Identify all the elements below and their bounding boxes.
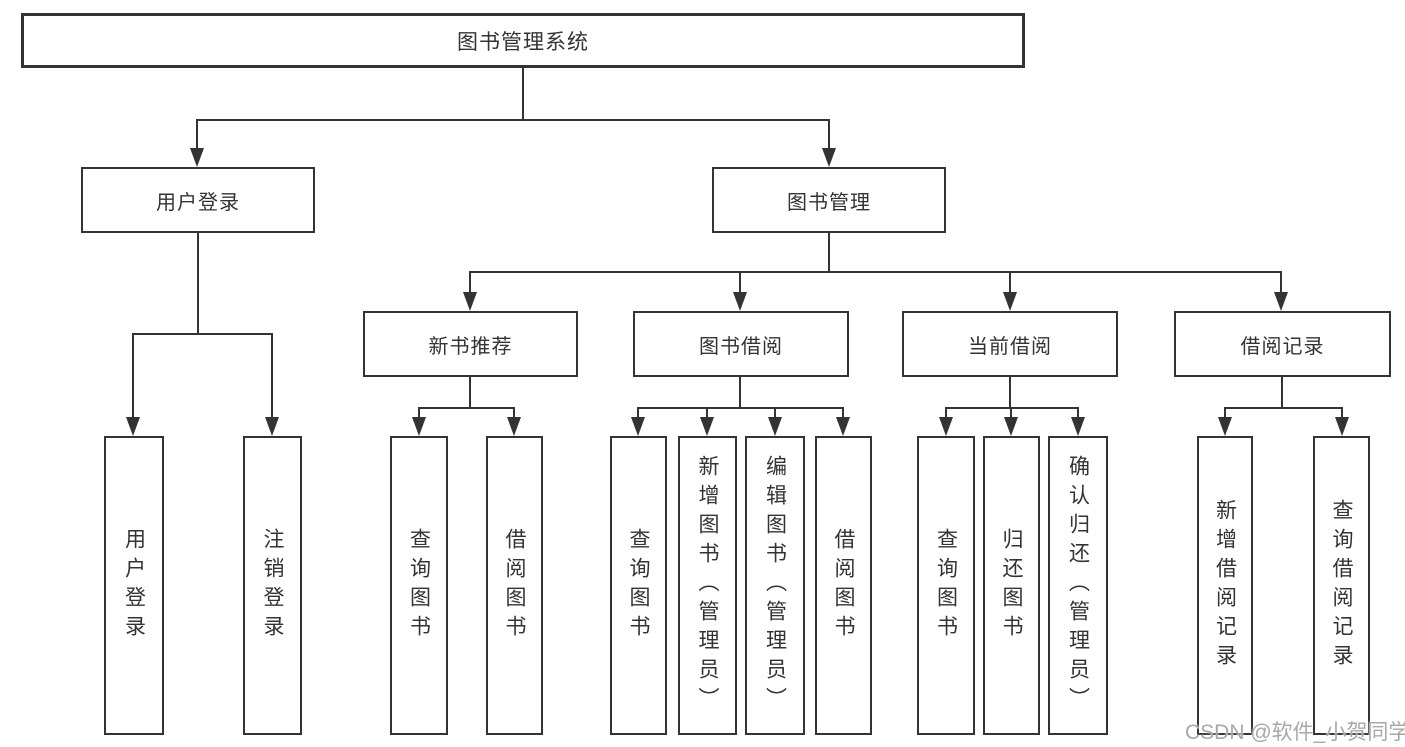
watermark: CSDN @软件_小贺同学 <box>1185 721 1405 744</box>
leaf-logout: 注销登录 <box>243 436 302 735</box>
arrowhead-down-icon <box>939 417 953 436</box>
node-user-login-label: 用户登录 <box>156 191 240 214</box>
node-borrow-records-label: 借阅记录 <box>1240 335 1325 358</box>
arrowhead-down-icon <box>1218 417 1232 436</box>
node-root-library-system: 图书管理系统 <box>21 13 1025 68</box>
node-book-borrow: 图书借阅 <box>633 311 849 377</box>
leaf-label: 用户登录 <box>122 527 146 644</box>
leaf-query-books-recommend: 查询图书 <box>390 436 448 735</box>
edge-current-borrow-stub <box>1009 376 1011 409</box>
edge-borrow-records-bar <box>1224 407 1342 409</box>
edge-book-management-stub <box>828 232 830 273</box>
leaf-query-books-current: 查询图书 <box>917 436 975 735</box>
edge-user-login-stub <box>197 232 199 335</box>
leaf-add-borrow-record: 新增借阅记录 <box>1197 436 1253 735</box>
arrowhead-down-icon <box>836 417 850 436</box>
leaf-borrow-books-recommend: 借阅图书 <box>486 436 543 735</box>
leaf-borrow-books: 借阅图书 <box>815 436 872 735</box>
edge-book-borrow-stub <box>739 376 741 409</box>
leaf-label: 注销登录 <box>261 527 284 644</box>
arrowhead-down-icon <box>631 417 645 436</box>
leaf-label: 借阅图书 <box>503 527 526 644</box>
edge-current-borrow-bar <box>945 407 1079 409</box>
node-book-borrow-label: 图书借阅 <box>699 335 783 358</box>
node-user-login: 用户登录 <box>81 167 315 233</box>
arrowhead-down-icon <box>768 417 782 436</box>
edge-to-leaf-login <box>132 333 134 419</box>
node-current-borrow: 当前借阅 <box>902 311 1118 377</box>
edge-to-leaf-logout <box>271 333 273 419</box>
edge-leaf <box>945 407 947 419</box>
leaf-label: 借阅图书 <box>832 527 855 644</box>
node-book-management-label: 图书管理 <box>787 191 871 214</box>
edge-leaf <box>842 407 844 419</box>
leaf-label: 编辑图书（管理员） <box>763 455 787 716</box>
node-book-management: 图书管理 <box>712 167 946 233</box>
edge-leaf <box>513 407 515 419</box>
arrowhead-down-icon <box>1071 417 1085 436</box>
arrowhead-down-icon <box>507 417 521 436</box>
node-new-book-recommend-label: 新书推荐 <box>428 335 513 358</box>
edge-leaf <box>1224 407 1226 419</box>
edge-book-borrow-bar <box>637 407 844 409</box>
arrowhead-down-icon <box>1335 417 1349 436</box>
leaf-confirm-return-admin: 确认归还（管理员） <box>1048 436 1108 735</box>
edge-to-book-borrow <box>739 271 741 295</box>
edge-level1-bar <box>197 119 830 121</box>
edge-level2-bar <box>469 271 1282 273</box>
edge-leaf <box>418 407 420 419</box>
leaf-label: 查询借阅记录 <box>1330 498 1353 673</box>
arrowhead-down-icon <box>190 148 204 167</box>
node-current-borrow-label: 当前借阅 <box>968 335 1052 358</box>
arrowhead-down-icon <box>822 148 836 167</box>
leaf-label: 查询图书 <box>627 527 650 644</box>
edge-leaf <box>1010 407 1012 419</box>
edge-to-current-borrow <box>1009 271 1011 295</box>
leaf-label: 确认归还（管理员） <box>1066 455 1090 716</box>
edge-root-stub <box>522 67 524 120</box>
edge-to-borrow-records <box>1280 271 1282 295</box>
edge-leaf <box>706 407 708 419</box>
edge-leaf <box>774 407 776 419</box>
node-root-label: 图书管理系统 <box>457 30 589 54</box>
leaf-label: 新增图书（管理员） <box>696 455 719 716</box>
edge-leaf <box>1341 407 1343 419</box>
leaf-add-books-admin: 新增图书（管理员） <box>678 436 737 735</box>
leaf-query-books-borrow: 查询图书 <box>610 436 667 735</box>
arrowhead-down-icon <box>126 417 140 436</box>
arrowhead-down-icon <box>463 292 477 311</box>
edge-new-book-bar <box>418 407 515 409</box>
edge-new-book-stub <box>469 376 471 409</box>
leaf-query-borrow-record: 查询借阅记录 <box>1313 436 1370 735</box>
edge-borrow-records-stub <box>1281 376 1283 409</box>
leaf-label: 归还图书 <box>1000 527 1023 644</box>
edge-leaf <box>637 407 639 419</box>
arrowhead-down-icon <box>1003 292 1017 311</box>
leaf-return-books: 归还图书 <box>983 436 1040 735</box>
leaf-label: 新增借阅记录 <box>1213 498 1237 673</box>
node-new-book-recommend: 新书推荐 <box>363 311 578 377</box>
edge-to-book-management <box>828 119 830 151</box>
arrowhead-down-icon <box>700 417 714 436</box>
leaf-label: 查询图书 <box>934 527 958 644</box>
node-borrow-records: 借阅记录 <box>1174 311 1391 377</box>
leaf-edit-books-admin: 编辑图书（管理员） <box>745 436 805 735</box>
arrowhead-down-icon <box>1274 292 1288 311</box>
arrowhead-down-icon <box>733 292 747 311</box>
edge-to-new-book <box>469 271 471 295</box>
edge-to-user-login <box>196 119 198 151</box>
leaf-user-login: 用户登录 <box>104 436 164 735</box>
leaf-label: 查询图书 <box>407 527 431 644</box>
arrowhead-down-icon <box>265 417 279 436</box>
edge-user-login-bar <box>132 333 273 335</box>
arrowhead-down-icon <box>1004 417 1018 436</box>
edge-leaf <box>1077 407 1079 419</box>
arrowhead-down-icon <box>412 417 426 436</box>
